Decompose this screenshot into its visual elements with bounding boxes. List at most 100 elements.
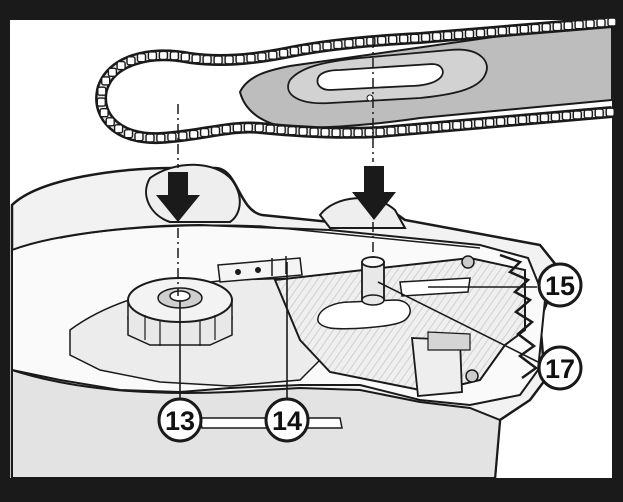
chain-link xyxy=(213,55,223,65)
chain-link xyxy=(188,129,199,140)
chain-link xyxy=(199,127,210,138)
down-arrow-icon xyxy=(156,172,200,222)
chain-link xyxy=(419,123,429,133)
chain-link xyxy=(97,86,107,96)
chain-link xyxy=(452,120,462,131)
chain-link xyxy=(289,46,300,56)
chain-link xyxy=(463,119,473,130)
chain-link xyxy=(167,132,177,142)
chain-link xyxy=(596,18,606,28)
chain-link xyxy=(528,114,539,124)
chain-link xyxy=(333,39,343,50)
chain-link xyxy=(278,48,289,58)
chain-link xyxy=(594,108,604,118)
chain-link xyxy=(410,33,420,43)
chain-link xyxy=(320,127,330,138)
chain-link xyxy=(552,21,562,32)
chain-link xyxy=(519,24,529,34)
chain-link xyxy=(442,31,453,41)
chain-link xyxy=(300,44,310,54)
chain-link xyxy=(506,115,517,126)
chain-link xyxy=(517,114,528,125)
chain-link xyxy=(257,52,267,62)
callout-15-label: 15 xyxy=(545,271,575,301)
chain-link xyxy=(224,55,234,65)
chain-link xyxy=(96,97,107,107)
chain-link xyxy=(287,125,297,136)
chain-link xyxy=(495,116,506,127)
guide-stud xyxy=(361,256,385,306)
chain-link xyxy=(156,133,166,143)
chain-link xyxy=(298,126,308,137)
callout-15: 15 xyxy=(537,262,583,308)
chain-link xyxy=(268,50,278,60)
chain-link xyxy=(364,127,374,138)
callout-17-label: 17 xyxy=(545,354,575,384)
chain-link xyxy=(100,76,111,86)
chain-link xyxy=(276,125,286,135)
chain-link xyxy=(563,21,573,31)
chain-link xyxy=(485,117,495,128)
chain-link xyxy=(431,31,442,42)
chain-link xyxy=(474,118,484,129)
callout-14-label: 14 xyxy=(272,406,302,436)
alignment-lines xyxy=(177,38,374,296)
chain-link xyxy=(453,30,464,40)
chain-link xyxy=(202,54,212,65)
chain-link xyxy=(607,17,617,27)
chain-link xyxy=(123,128,134,139)
chain-link xyxy=(134,131,144,142)
chain-link xyxy=(585,19,595,29)
chain-link xyxy=(530,23,540,34)
chain-link xyxy=(388,34,398,45)
chain-link xyxy=(331,127,341,138)
chain-link xyxy=(386,126,396,136)
chain-link xyxy=(397,125,407,135)
callout-13-label: 13 xyxy=(165,406,195,436)
bar-mounting-plate xyxy=(273,253,539,397)
chain-link xyxy=(232,123,243,133)
chain-link xyxy=(145,133,155,143)
chain-link xyxy=(126,56,136,66)
chain-link xyxy=(342,128,352,138)
chain-link xyxy=(191,54,201,64)
chain-link xyxy=(243,122,254,133)
chain-link xyxy=(246,53,256,63)
chain-link xyxy=(561,111,572,121)
callout-17: 17 xyxy=(537,345,583,391)
chain-link xyxy=(158,50,169,61)
chain-link xyxy=(116,60,126,71)
chain-link xyxy=(105,117,115,127)
chain-link xyxy=(254,123,264,133)
chain-link xyxy=(147,51,158,61)
chain-catch-bracket xyxy=(217,256,303,283)
saw-chain xyxy=(95,16,617,145)
leader-lines xyxy=(179,262,539,400)
chain-link xyxy=(377,35,387,46)
chain-link xyxy=(265,124,275,134)
chain-link xyxy=(136,53,147,63)
chain-link xyxy=(309,127,319,137)
chain-link xyxy=(221,124,232,134)
chain-link xyxy=(441,121,451,132)
chain-link xyxy=(486,27,497,37)
chain-link xyxy=(99,107,109,118)
chain-link xyxy=(180,52,191,62)
chain-link xyxy=(408,124,418,134)
chain-link xyxy=(583,109,593,119)
chain-link xyxy=(375,127,385,137)
chain-link xyxy=(322,41,332,51)
callout-13: 13 xyxy=(157,397,203,443)
chain-link xyxy=(605,107,615,117)
callout-14: 14 xyxy=(264,397,310,443)
chain-link xyxy=(113,124,124,134)
chain-link xyxy=(464,29,475,39)
chain-link xyxy=(355,37,365,47)
chain-link xyxy=(399,34,409,44)
chain-link xyxy=(311,42,321,53)
chain-link xyxy=(475,28,486,38)
chain-link xyxy=(420,32,431,43)
chain-link xyxy=(541,22,551,33)
chain-link xyxy=(107,67,118,78)
